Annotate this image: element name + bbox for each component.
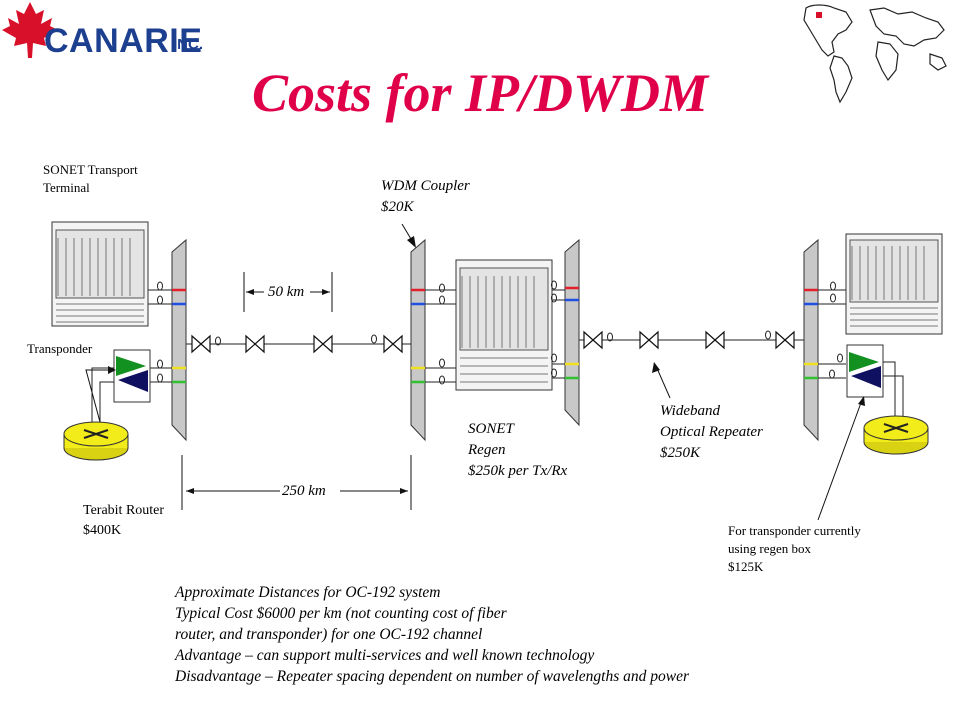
- sonet-regen-label: SONET Regen $250k per Tx/Rx: [468, 419, 567, 482]
- maple-leaf-icon: [2, 2, 58, 58]
- amplifier-icon: [775, 330, 795, 350]
- terabit-router-left: [63, 421, 129, 461]
- note-line: Approximate Distances for OC-192 system: [175, 584, 441, 601]
- amplifier-icon: [705, 330, 725, 350]
- sonet-terminal-right: [845, 233, 943, 335]
- sonet-terminal-left: [51, 221, 149, 327]
- sonet-regen-box: [455, 259, 553, 391]
- wdm-coupler-line2: $20K: [381, 199, 414, 215]
- page-title: Costs for IP/DWDM: [251, 63, 709, 123]
- logo-name: CANARIE: [44, 22, 203, 60]
- notes-block: Approximate Distances for OC-192 system …: [175, 582, 689, 687]
- wideband-repeater-line3: $250K: [660, 445, 701, 461]
- amplifier-icon: [313, 334, 333, 354]
- sonet-terminal-line2: Terminal: [43, 180, 90, 195]
- terabit-router-line2: $400K: [83, 523, 122, 538]
- span-50km-label: 50 km: [268, 284, 305, 300]
- terabit-router-right: [863, 415, 929, 455]
- amplifier-icon: [583, 330, 603, 350]
- sonet-regen-line1: SONET: [468, 421, 514, 437]
- transponder-note-line2: using regen box: [728, 541, 812, 556]
- canarie-logo: [0, 0, 220, 60]
- amplifier-icon: [191, 334, 211, 354]
- transponder-note-line1: For transponder currently: [728, 523, 861, 538]
- wdm-coupler-2: [410, 238, 426, 442]
- wdm-coupler-3: [564, 238, 580, 427]
- transponder-right: [846, 344, 884, 398]
- transponder-note-line3: $125K: [728, 559, 764, 574]
- note-line: router, and transponder) for one OC-192 …: [175, 626, 483, 643]
- wideband-repeater-line1: Wideband: [660, 403, 720, 419]
- sonet-regen-line3: $250k per Tx/Rx: [468, 463, 568, 479]
- sonet-terminal-line1: SONET Transport: [43, 162, 138, 177]
- note-line: Typical Cost $6000 per km (not counting …: [175, 605, 507, 622]
- logo-suffix: INC.: [173, 36, 203, 53]
- note-line: Advantage – can support multi-services a…: [175, 647, 595, 664]
- amplifier-icon: [245, 334, 265, 354]
- wdm-coupler-1: [171, 238, 187, 442]
- wdm-coupler-label: WDM Coupler $20K: [381, 176, 470, 218]
- transponder-left: [113, 349, 151, 403]
- terabit-router-label: Terabit Router $400K: [83, 501, 164, 541]
- wideband-repeater-label: Wideband Optical Repeater $250K: [660, 401, 763, 464]
- terabit-router-line1: Terabit Router: [83, 503, 165, 518]
- transponder-label: Transponder: [27, 341, 93, 356]
- transponder-note-label: For transponder currently using regen bo…: [728, 522, 861, 576]
- wideband-repeater-line2: Optical Repeater: [660, 424, 763, 440]
- sonet-terminal-label: SONET Transport Terminal: [43, 161, 138, 197]
- wdm-coupler-4: [803, 238, 819, 442]
- amplifier-icon: [639, 330, 659, 350]
- wdm-coupler-line1: WDM Coupler: [381, 178, 470, 194]
- sonet-regen-line2: Regen: [468, 442, 506, 458]
- amplifier-icon: [383, 334, 403, 354]
- span-250km-label: 250 km: [282, 483, 326, 499]
- note-line: Disadvantage – Repeater spacing dependen…: [175, 668, 689, 685]
